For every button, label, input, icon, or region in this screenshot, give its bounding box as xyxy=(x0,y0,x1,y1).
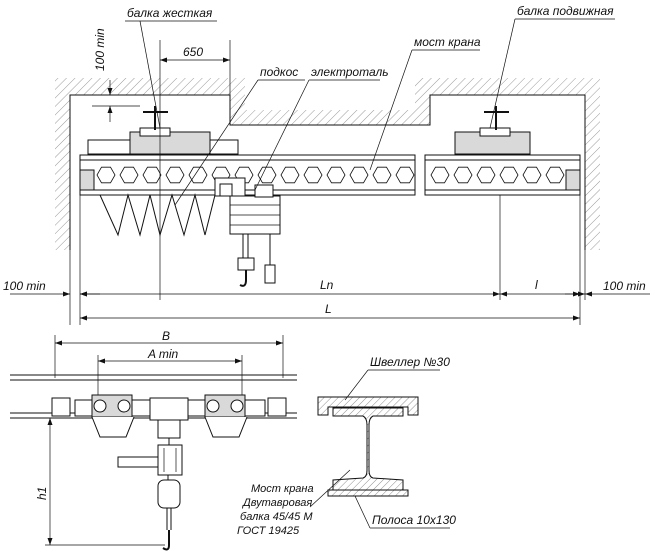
dim-Amin: A min xyxy=(147,347,179,361)
beam-hexagon-cell xyxy=(395,166,415,184)
label-shveller: Швеллер №30 xyxy=(344,355,450,401)
bracing-struts xyxy=(99,193,216,237)
label-podkos: подкос xyxy=(174,65,305,206)
beam-hexagon-cell xyxy=(142,166,162,184)
beam-hexagon-pattern-left xyxy=(96,166,415,184)
svg-text:Мост крана: Мост крана xyxy=(251,483,314,495)
svg-text:мост крана: мост крана xyxy=(414,35,481,49)
svg-text:балка подвижная: балка подвижная xyxy=(517,4,614,18)
beam-hexagon-cell xyxy=(326,166,346,184)
beam-hexagon-cell xyxy=(372,166,392,184)
dimension-650: 650 xyxy=(159,40,231,300)
beam-hexagon-cell xyxy=(257,166,277,184)
beam-hexagon-cell xyxy=(234,166,254,184)
trolley-end-view xyxy=(10,335,297,551)
bridge-beam xyxy=(79,154,581,196)
beam-hexagon-cell xyxy=(119,166,139,184)
dimension-lines-span xyxy=(10,195,650,325)
beam-hexagon-cell xyxy=(430,166,450,184)
beam-hexagon-cell xyxy=(545,166,565,184)
svg-text:ГОСТ 19425: ГОСТ 19425 xyxy=(237,525,300,537)
beam-hexagon-cell xyxy=(499,166,519,184)
dim-Ln: Ln xyxy=(320,278,334,292)
svg-text:балка 45/45 М: балка 45/45 М xyxy=(240,511,313,523)
svg-text:650: 650 xyxy=(183,45,203,59)
beam-hexagon-cell xyxy=(280,166,300,184)
label-bridge-beam-spec: Мост крана Двутавровая балка 45/45 М ГОС… xyxy=(237,469,351,537)
beam-hexagon-pattern-right xyxy=(430,166,565,184)
label-elektrotal: электроталь xyxy=(254,65,389,191)
dim-100min-right: 100 min xyxy=(603,279,646,293)
dim-B: B xyxy=(162,329,170,343)
beam-hexagon-cell xyxy=(96,166,116,184)
svg-text:Швеллер №30: Швеллер №30 xyxy=(370,355,450,369)
beam-hexagon-cell xyxy=(522,166,542,184)
svg-text:балка жесткая: балка жесткая xyxy=(127,6,213,20)
beam-hexagon-cell xyxy=(188,166,208,184)
label-polosa: Полоса 10х130 xyxy=(354,495,456,529)
label-balka-zhestkaya: балка жесткая xyxy=(125,6,217,129)
beam-hexagon-cell xyxy=(303,166,323,184)
ibeam-cross-section xyxy=(317,396,419,497)
electric-hoist xyxy=(214,177,281,287)
beam-hexagon-cell xyxy=(476,166,496,184)
dim-L: L xyxy=(325,302,332,316)
svg-text:100 min: 100 min xyxy=(93,28,107,71)
svg-text:Полоса 10х130: Полоса 10х130 xyxy=(372,513,456,527)
beam-hexagon-cell xyxy=(165,166,185,184)
label-most-krana: мост крана xyxy=(369,35,481,171)
svg-text:подкос: подкос xyxy=(260,65,298,79)
svg-text:электроталь: электроталь xyxy=(311,65,389,79)
beam-hexagon-cell xyxy=(349,166,369,184)
dim-100min-left: 100 min xyxy=(3,279,46,293)
label-balka-podvizhnaya: балка подвижная xyxy=(489,4,615,129)
dimension-100min-vertical: 100 min xyxy=(92,28,140,122)
dim-l: l xyxy=(535,278,538,292)
dim-h1: h1 xyxy=(35,487,49,500)
crane-rails xyxy=(87,106,531,155)
beam-hexagon-cell xyxy=(453,166,473,184)
svg-text:Двутавровая: Двутавровая xyxy=(241,497,312,509)
